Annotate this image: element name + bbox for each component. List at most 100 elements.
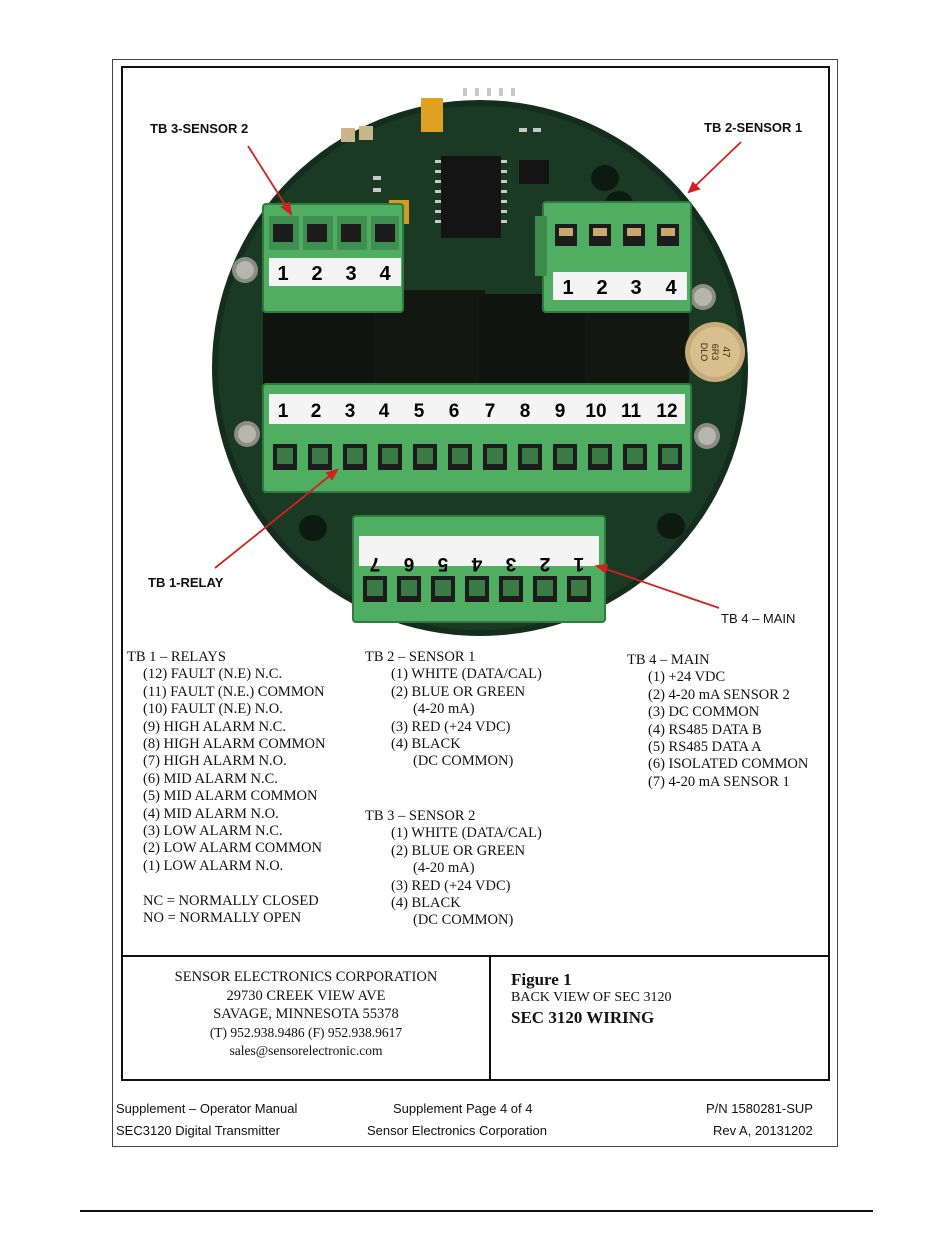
tb1-item: (9) HIGH ALARM N.C. [143, 718, 286, 735]
company-name: SENSOR ELECTRONICS CORPORATION [174, 969, 438, 985]
callout-tb2: TB 2-SENSOR 1 [704, 120, 803, 135]
tb1-number: 3 [345, 401, 356, 422]
tb3-line: (DC COMMON) [413, 912, 514, 929]
tb3-line: (3) RED (+24 VDC) [391, 877, 511, 894]
capacitor-text-3: DLO [699, 343, 709, 362]
figure-caption: Figure 1 BACK VIEW OF SEC 3120 SEC 3120 … [511, 970, 672, 1030]
tb3-number: 1 [277, 263, 288, 285]
tb2-line: (3) RED (+24 VDC) [391, 718, 511, 735]
tb1-number: 7 [485, 401, 496, 422]
tb4-number: 1 [573, 553, 584, 574]
company-address: SENSOR ELECTRONICS CORPORATION 29730 CRE… [123, 968, 489, 1061]
callout-line-tb1 [214, 469, 338, 569]
figure-subtitle: BACK VIEW OF SEC 3120 [511, 990, 672, 1005]
title-block-divider [121, 955, 830, 957]
tb2-line: (DC COMMON) [413, 753, 514, 770]
tb1-number: 11 [621, 401, 642, 422]
tb4-number: 2 [540, 553, 551, 574]
page-frame [112, 59, 838, 1147]
callout-line-tb3 [247, 145, 292, 215]
tb2-number: 3 [630, 277, 641, 299]
company-street: 29730 CREEK VIEW AVE [226, 987, 386, 1004]
tb2-line: (1) WHITE (DATA/CAL) [391, 666, 542, 683]
tb4-title: TB 4 – MAIN [627, 652, 710, 668]
tb4-item: (2) 4-20 mA SENSOR 2 [648, 686, 790, 703]
tb3-legend: TB 3 – SENSOR 2 (1) WHITE (DATA/CAL) (2)… [365, 808, 542, 930]
terminal-block-tb4: 7 6 5 4 3 2 1 [352, 515, 606, 623]
capacitor-text-2: 6R3 [710, 344, 720, 361]
tb3-title: TB 3 – SENSOR 2 [365, 808, 476, 824]
tb3-number: 2 [311, 263, 322, 285]
footer-page: Supplement Page 4 of 4 [393, 1101, 533, 1116]
tb4-item: (3) DC COMMON [648, 704, 760, 721]
tb1-number: 9 [555, 401, 566, 422]
tb2-number: 2 [596, 277, 607, 299]
tb1-item: (8) HIGH ALARM COMMON [143, 736, 326, 753]
tb2-line: (2) BLUE OR GREEN [391, 683, 526, 700]
tb4-number: 7 [370, 553, 381, 574]
title-block-separator [489, 956, 491, 1080]
tb3-line: (1) WHITE (DATA/CAL) [391, 825, 542, 842]
callout-line-tb4 [596, 565, 720, 609]
tb1-number: 4 [379, 401, 390, 422]
tb4-item: (7) 4-20 mA SENSOR 1 [648, 773, 790, 790]
figure-frame [121, 66, 830, 1081]
circuit-board-photo: 47 6R3 DLO 1 2 3 4 1 2 3 4 [123, 68, 828, 638]
tb3-line: (4-20 mA) [413, 860, 475, 877]
company-city: SAVAGE, MINNESOTA 55378 [213, 1006, 399, 1022]
company-phone: (T) 952.938.9486 (F) 952.938.9617 [209, 1024, 403, 1040]
tb1-number: 2 [311, 401, 322, 422]
tb4-number: 5 [437, 553, 448, 574]
tb2-number: 1 [562, 277, 573, 299]
tb2-line: (4-20 mA) [413, 701, 475, 718]
tb1-item: (11) FAULT (N.E.) COMMON [143, 683, 325, 700]
tb4-number: 6 [404, 553, 415, 574]
tb1-item: (10) FAULT (N.E) N.O. [143, 701, 283, 718]
tb1-item: (2) LOW ALARM COMMON [143, 840, 322, 857]
tb1-item: (4) MID ALARM N.O. [143, 805, 279, 822]
ic-chip [441, 156, 501, 238]
footer-revision: Rev A, 20131202 [713, 1123, 813, 1138]
footer-product: SEC3120 Digital Transmitter [116, 1123, 281, 1138]
figure-label: Figure 1 [511, 970, 572, 989]
tb1-item: (1) LOW ALARM N.O. [143, 857, 284, 874]
company-email: sales@sensorelectronic.com [229, 1043, 383, 1058]
tb3-line: (4) BLACK [391, 895, 461, 912]
tb1-legend: TB 1 – RELAYS (12) FAULT (N.E) N.C. (11)… [127, 649, 325, 927]
callout-tb4: TB 4 – MAIN [721, 611, 796, 626]
tb2-line: (4) BLACK [391, 736, 461, 753]
tb3-line: (2) BLUE OR GREEN [391, 842, 526, 859]
tb1-item: (5) MID ALARM COMMON [143, 788, 318, 805]
tb1-item: (6) MID ALARM N.C. [143, 770, 278, 787]
tb4-item: (6) ISOLATED COMMON [648, 756, 809, 773]
figure-title: SEC 3120 WIRING [511, 1008, 655, 1027]
footer-company: Sensor Electronics Corporation [367, 1123, 547, 1138]
tb2-legend: TB 2 – SENSOR 1 (1) WHITE (DATA/CAL) (2)… [365, 649, 542, 771]
callout-tb1: TB 1-RELAY [148, 575, 224, 590]
tb1-number: 5 [414, 401, 425, 422]
tb1-note: NC = NORMALLY CLOSED [143, 892, 319, 909]
terminal-block-tb1: 1 2 3 4 5 6 7 8 9 10 11 12 [262, 383, 692, 493]
terminal-block-tb2: 1 2 3 4 [535, 201, 692, 313]
tb1-note: NO = NORMALLY OPEN [143, 910, 302, 927]
callout-tb3: TB 3-SENSOR 2 [150, 121, 249, 136]
tb4-item: (1) +24 VDC [648, 669, 726, 686]
tb1-number: 6 [449, 401, 460, 422]
footer-manual: Supplement – Operator Manual [116, 1101, 298, 1116]
tb1-number: 8 [520, 401, 531, 422]
terminal-block-tb3: 1 2 3 4 [262, 203, 404, 313]
callout-line-tb2 [688, 141, 742, 193]
tb2-title: TB 2 – SENSOR 1 [365, 649, 476, 665]
tb1-number: 12 [656, 401, 677, 422]
tb4-number: 4 [471, 553, 482, 574]
bottom-rule [80, 1210, 873, 1212]
capacitor-text-1: 47 [720, 346, 731, 358]
tb4-number: 3 [506, 553, 517, 574]
tb1-number: 10 [585, 401, 606, 422]
tb2-number: 4 [665, 277, 677, 299]
tb3-number: 4 [379, 263, 391, 285]
tb4-item: (5) RS485 DATA A [648, 739, 762, 756]
tb1-item: (3) LOW ALARM N.C. [143, 823, 283, 840]
tb4-legend: TB 4 – MAIN (1) +24 VDC (2) 4-20 mA SENS… [627, 652, 808, 791]
tb1-item: (12) FAULT (N.E) N.C. [143, 666, 283, 683]
